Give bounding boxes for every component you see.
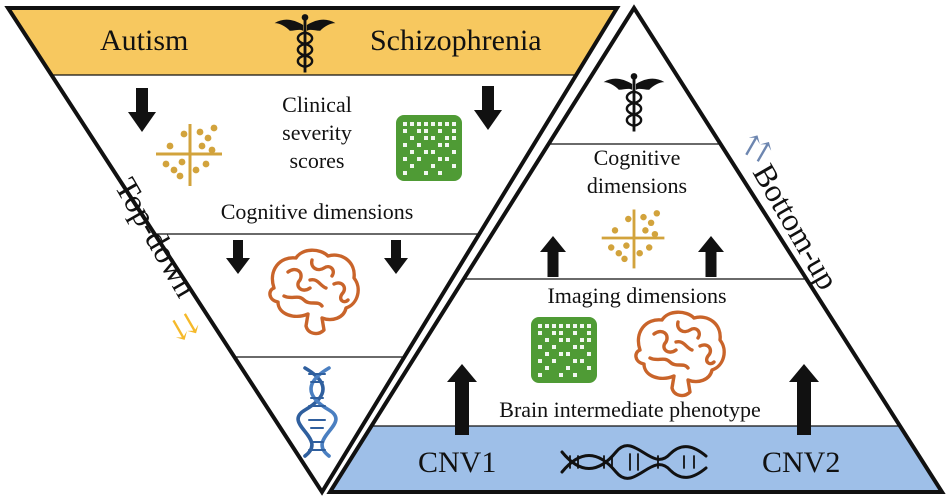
bottom-up-panel: Cognitive dimensions Imaging dimensions … — [326, 4, 946, 494]
scatter-plot-icon — [600, 208, 666, 270]
matrix-icon — [531, 317, 597, 383]
arrow-up-icon — [698, 236, 724, 277]
arrow-up-icon — [789, 364, 819, 435]
right-triangle-outline — [326, 4, 946, 494]
cognitive-label-line-2: dimensions — [587, 173, 687, 198]
cnv2-label: CNV2 — [762, 446, 840, 479]
right-base-band — [330, 426, 942, 492]
caduceus-icon — [602, 71, 666, 133]
arrow-down-icon — [384, 240, 408, 274]
scatter-plot-icon — [154, 122, 224, 188]
dna-helix-icon — [296, 366, 338, 458]
brain-phenotype-label: Brain intermediate phenotype — [499, 397, 760, 422]
schizophrenia-label: Schizophrenia — [370, 24, 542, 57]
clinical-label-line-1: Clinical — [282, 92, 352, 117]
arrow-up-icon — [540, 236, 566, 277]
imaging-dimensions-label: Imaging dimensions — [547, 283, 726, 308]
autism-label: Autism — [100, 24, 188, 57]
cognitive-dimensions-label: Cognitive dimensions — [221, 199, 414, 224]
down-arrows-icon: ⇊ — [165, 307, 205, 349]
left-triangle-outline — [4, 6, 621, 496]
arrow-down-icon — [474, 86, 502, 130]
arrow-down-icon — [128, 88, 156, 132]
bottom-up-label: Bottom-up — [746, 158, 847, 296]
cnv1-label: CNV1 — [418, 446, 496, 479]
top-down-label: Top-down — [108, 172, 205, 304]
brain-icon — [634, 310, 726, 398]
cognitive-label-line-1: Cognitive — [594, 145, 681, 170]
brain-icon — [268, 248, 360, 336]
arrow-down-icon — [226, 240, 250, 274]
matrix-icon — [396, 115, 462, 181]
arrow-up-icon — [447, 364, 477, 435]
clinical-label-line-2: severity — [282, 120, 352, 145]
clinical-label-line-3: scores — [290, 148, 345, 173]
